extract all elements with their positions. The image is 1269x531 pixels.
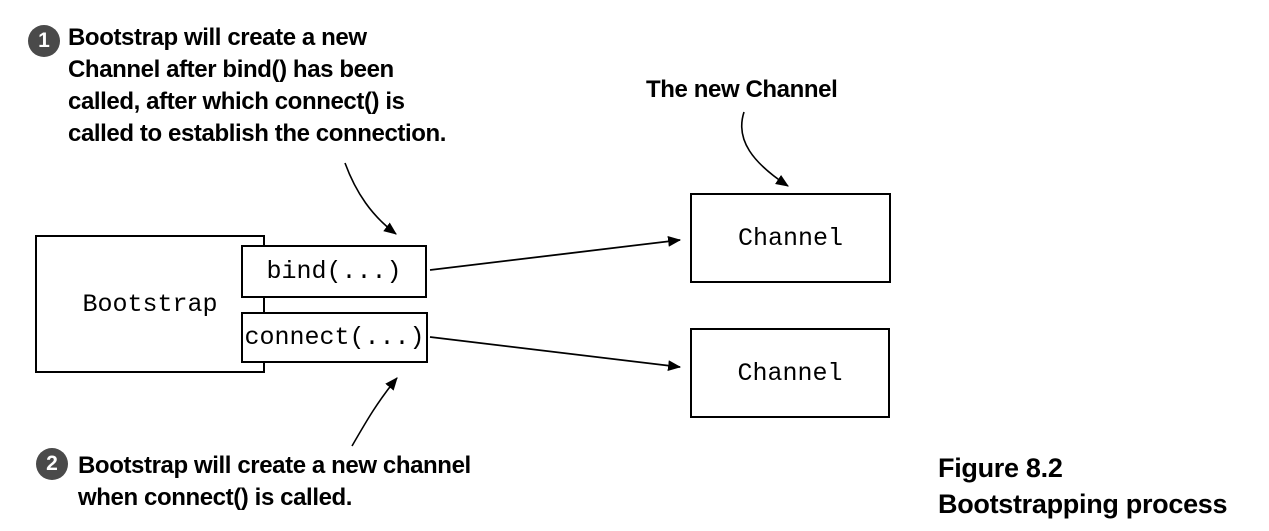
- bootstrap-box: Bootstrap: [35, 235, 265, 373]
- annotation-2-line: when connect() is called.: [78, 484, 353, 511]
- channel-top-box-label: Channel: [737, 223, 844, 253]
- bind-to-channel-arrow: [429, 236, 682, 271]
- figure-caption: Figure 8.2 Bootstrapping process: [938, 450, 1228, 522]
- annotation-1-line: Bootstrap will create a new: [68, 24, 367, 51]
- connect-box-label: connect(...): [244, 323, 425, 352]
- annotation-1: Bootstrap will create a new Channel afte…: [68, 22, 446, 150]
- figure-caption-number: Figure 8.2: [938, 453, 1063, 483]
- annotation-1-line: called to establish the connection.: [68, 120, 447, 147]
- channel-bottom-box-label: Channel: [737, 358, 843, 388]
- bind-box-label: bind(...): [266, 257, 402, 286]
- channel-top-box: Channel: [690, 193, 891, 283]
- step-2-badge: 2: [36, 448, 68, 480]
- new-channel-label: The new Channel: [646, 76, 838, 103]
- bind-box: bind(...): [241, 245, 427, 298]
- figure-caption-title: Bootstrapping process: [938, 489, 1228, 519]
- step-1-badge: 1: [28, 25, 60, 57]
- annotation-2-line: Bootstrap will create a new channel: [78, 452, 471, 479]
- annotation-2: Bootstrap will create a new channel when…: [78, 450, 471, 514]
- annotation2-arrow: [351, 377, 398, 447]
- bootstrap-box-label: Bootstrap: [82, 289, 218, 319]
- connect-box: connect(...): [241, 312, 428, 363]
- annotation-1-line: Channel after bind() has been: [68, 56, 394, 83]
- connect-to-channel-arrow: [429, 336, 682, 371]
- new-channel-label-arrow: [740, 111, 789, 187]
- channel-bottom-box: Channel: [690, 328, 890, 418]
- annotation1-arrow: [344, 162, 397, 235]
- annotation-1-line: called, after which connect() is: [68, 88, 405, 115]
